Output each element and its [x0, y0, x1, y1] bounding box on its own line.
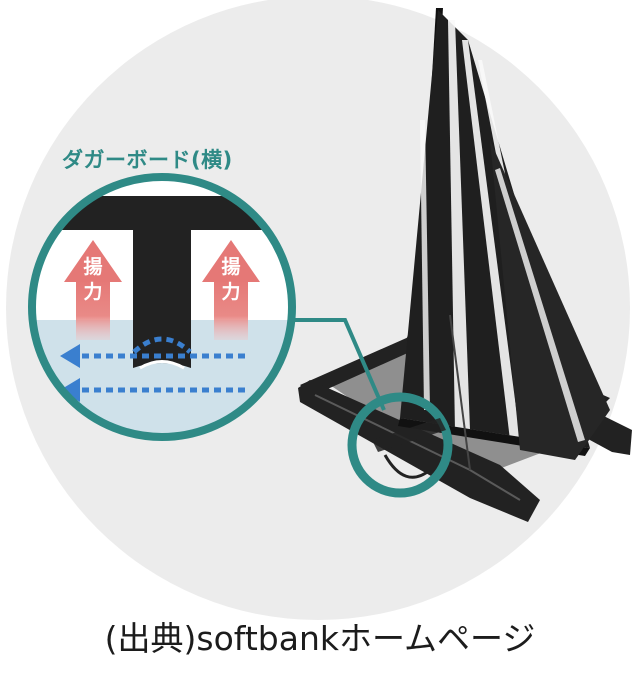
lift-label-left: 揚 力 [78, 255, 108, 305]
lift-arrow-left [64, 240, 122, 340]
lift-label-left-char2: 力 [83, 281, 103, 303]
lift-label-left-char1: 揚 [83, 256, 103, 278]
lift-label-right: 揚 力 [216, 255, 246, 305]
foil-flow-curve [132, 336, 192, 354]
flow-arrow-top [60, 344, 245, 368]
zoom-circle-border [28, 173, 296, 441]
lift-label-right-char2: 力 [221, 281, 241, 303]
source-caption: (出典)softbankホームページ [104, 619, 536, 658]
lift-label-right-char1: 揚 [221, 256, 241, 278]
daggerboard-highlight [347, 392, 453, 498]
flow-arrow-bottom [60, 378, 245, 402]
callout-connector [290, 318, 386, 411]
daggerboard-stem [133, 228, 191, 368]
catamaran-illustration [298, 8, 632, 522]
lift-arrow-right [202, 240, 260, 340]
daggerboard-label: ダガーボード(横) [62, 148, 233, 172]
jib-sail [490, 140, 610, 460]
zoom-circle [28, 173, 296, 441]
